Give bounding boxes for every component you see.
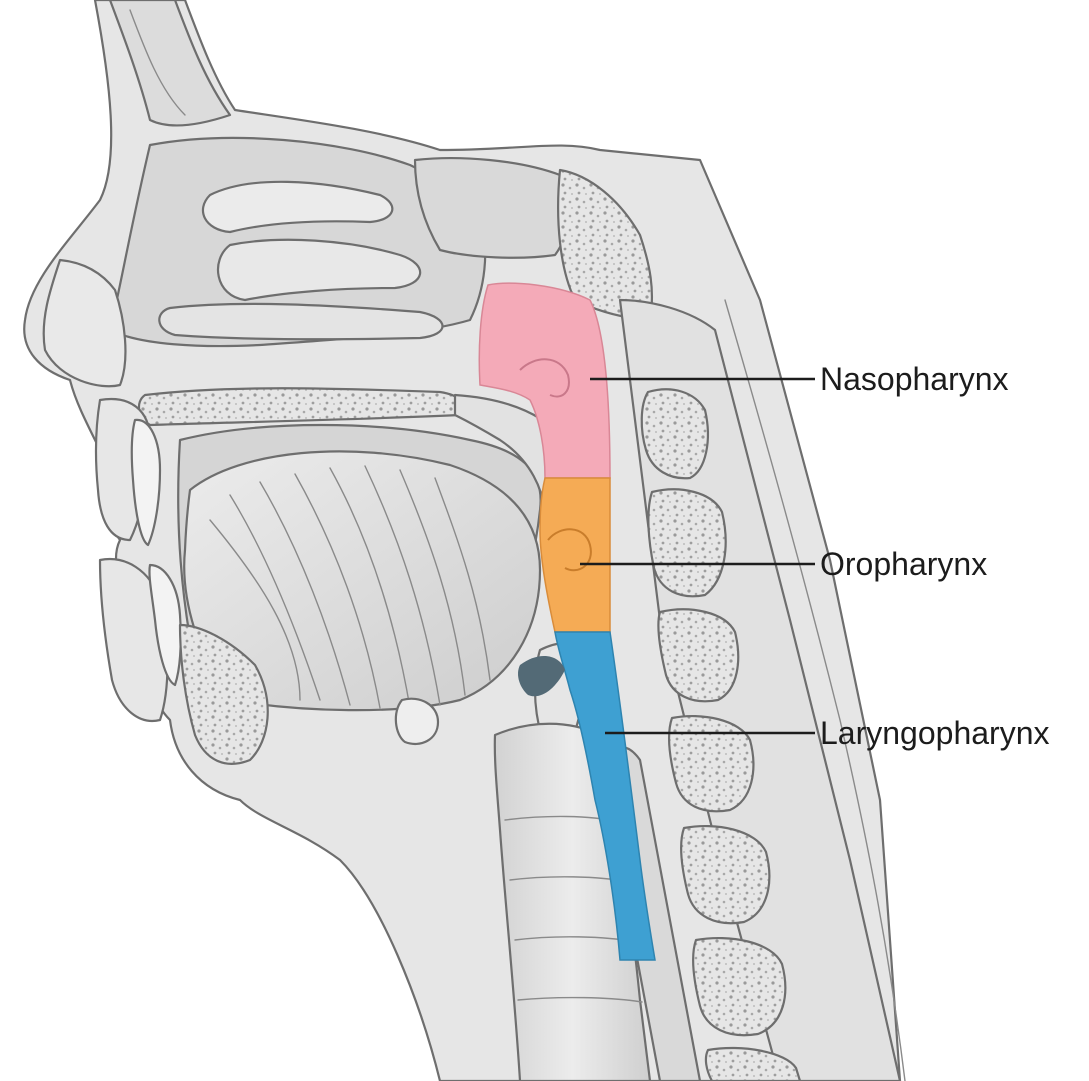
vertebra-c4 — [669, 716, 753, 811]
vertebra-c6 — [693, 938, 785, 1035]
sphenoid-sinus — [415, 158, 569, 258]
oropharynx-region — [540, 478, 610, 632]
vertebra-c2 — [648, 489, 725, 596]
oropharynx-label: Oropharynx — [820, 546, 987, 582]
hyoid-bone — [396, 699, 438, 744]
vertebra-c5 — [681, 826, 769, 923]
laryngopharynx-label: Laryngopharynx — [820, 715, 1049, 751]
nasopharynx-label: Nasopharynx — [820, 361, 1009, 397]
